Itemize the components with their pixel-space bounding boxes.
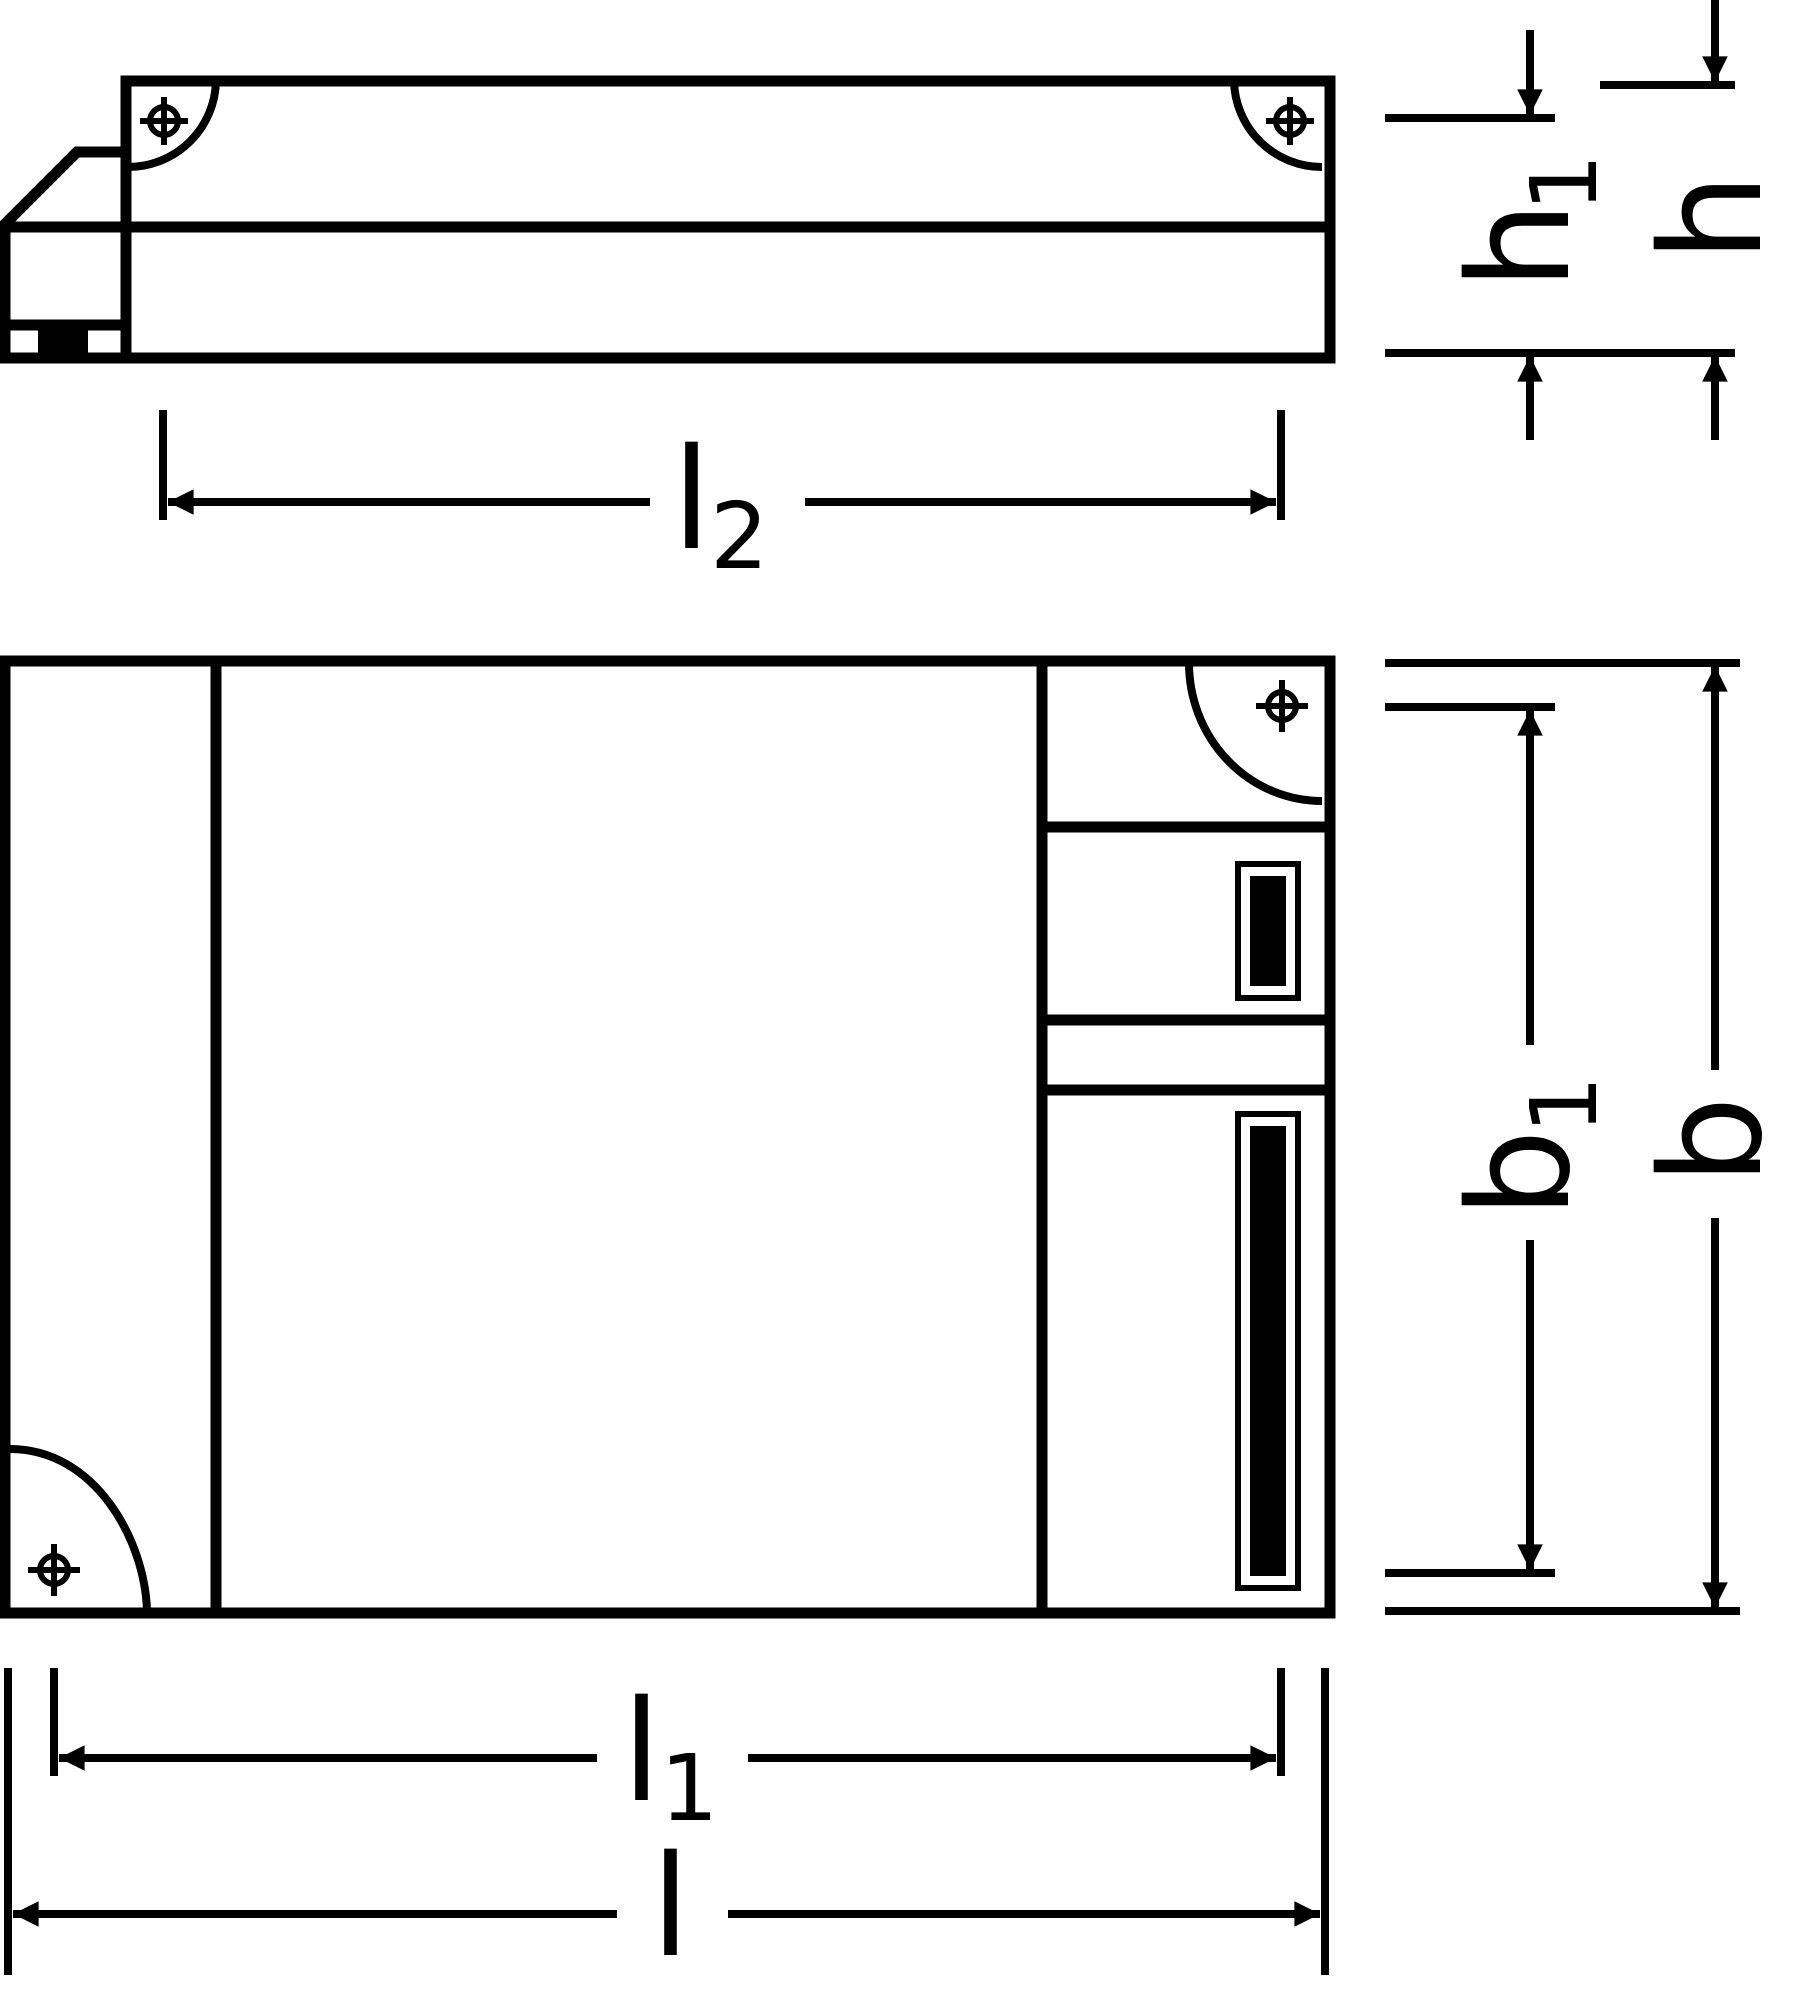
label-b: b xyxy=(1631,1096,1794,1185)
svg-text:h: h xyxy=(1439,201,1602,290)
label-h: h xyxy=(1631,173,1794,262)
svg-text:h: h xyxy=(1631,173,1794,262)
dimension-l2 xyxy=(159,410,1285,520)
dimension-b1 xyxy=(1385,703,1555,1577)
label-h1: h 1 xyxy=(1439,153,1618,290)
connector-small xyxy=(1235,861,1301,1001)
screw-hole-icon xyxy=(127,80,220,171)
dimension-h xyxy=(1600,0,1735,440)
label-b1: b 1 xyxy=(1439,1075,1618,1218)
svg-text:l: l xyxy=(672,419,711,582)
side-view-body xyxy=(120,75,1336,364)
label-l1: l 1 xyxy=(622,1671,719,1842)
screw-hole-icon xyxy=(1230,80,1323,171)
label-l: l xyxy=(651,1826,690,1989)
side-view xyxy=(0,75,1336,364)
dimension-l1 xyxy=(50,1668,1285,1776)
top-view-body xyxy=(0,655,1336,1619)
svg-text:2: 2 xyxy=(710,483,769,590)
top-view xyxy=(0,655,1336,1619)
svg-text:b: b xyxy=(1439,1129,1602,1218)
svg-text:1: 1 xyxy=(1511,153,1618,212)
screw-hole-icon xyxy=(1185,662,1323,805)
label-l2: l 2 xyxy=(672,419,769,590)
terminal-block xyxy=(0,146,132,364)
dimension-h1 xyxy=(1385,30,1735,440)
connector-large xyxy=(1235,1111,1301,1591)
dimension-b xyxy=(1385,659,1740,1615)
dimension-l xyxy=(4,1668,1329,1975)
svg-text:1: 1 xyxy=(1511,1075,1618,1134)
screw-hole-icon xyxy=(9,1445,151,1612)
svg-text:1: 1 xyxy=(660,1735,719,1842)
svg-text:l: l xyxy=(651,1826,690,1989)
svg-text:b: b xyxy=(1631,1096,1794,1185)
svg-text:l: l xyxy=(622,1671,661,1834)
